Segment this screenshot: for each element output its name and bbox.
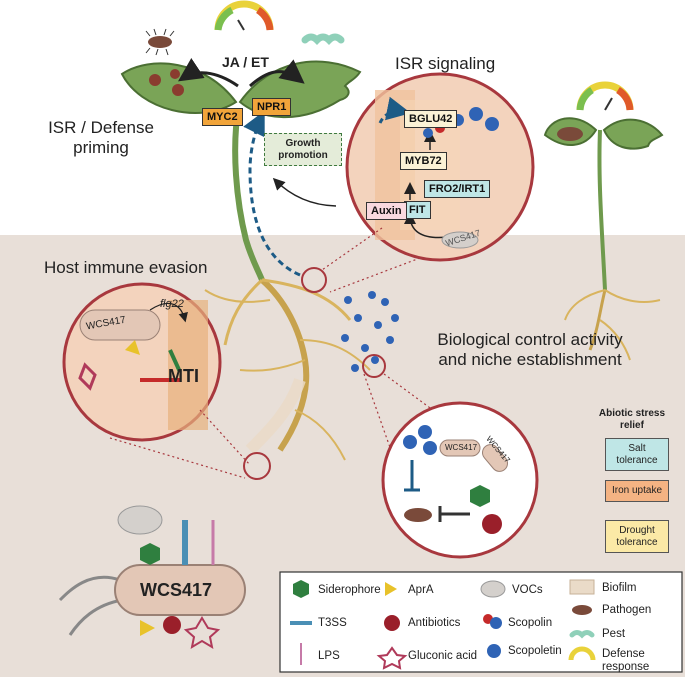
defense-gauge-icon-right [576,81,634,111]
fit-tag: FIT [404,201,431,220]
legend-t3ss: T3SS [318,617,347,629]
legend-gluconic-acid: Gluconic acid [408,650,478,662]
bacterium-name: WCS417 [140,580,213,600]
salt-tolerance-box: Salt tolerance [605,438,669,471]
legend-pest: Pest [602,628,626,640]
pathogen-icon [145,28,175,56]
growth-promotion-box: Growth promotion [264,133,342,166]
immune-evasion-panel [62,282,222,442]
biocontrol-panel [381,401,539,559]
isr-signaling-title: ISR signaling [395,54,496,73]
legend-apra: AprA [408,584,434,596]
isr-defense-title: ISR / Defense priming [48,118,154,157]
host-immune-title: Host immune evasion [44,258,208,277]
myc2-tag: MYC2 [202,108,243,127]
control-plant [543,117,664,361]
legend-pathogen: Pathogen [602,604,652,616]
drought-tolerance-box: Drought tolerance [605,520,669,553]
npr1-tag: NPR1 [252,98,292,117]
legend-antibiotics: Antibiotics [408,617,461,629]
mti-label: MTI [168,366,199,386]
iron-uptake-box: Iron uptake [605,480,669,502]
legend-lps: LPS [318,650,340,662]
wcs417-bacterium [58,505,246,650]
myb72-tag: MYB72 [400,152,447,171]
legend-scopoletin: Scopoletin [508,645,562,657]
legend-vocs: VOCs [512,584,543,596]
legend-scopolin: Scopolin [508,617,553,629]
fro2-irt1-tag: FRO2/IRT1 [424,180,491,199]
soil-scopoletin-dots [341,291,399,372]
bglu42-tag: BGLU42 [404,110,458,129]
main-plant [120,58,371,461]
legend-siderophore: Siderophore [318,584,381,596]
abiotic-title: Abiotic stress relief [598,408,666,431]
legend-biofilm: Biofilm [602,582,637,594]
ja-et-label: JA / ET [222,54,269,70]
auxin-tag: Auxin [366,202,407,221]
legend-defense-response: Defense response [602,648,650,673]
flg22-label: flg22 [160,298,184,310]
defense-gauge-icon [214,0,274,31]
biocontrol-wcs417-label-1: WCS417 [445,443,478,452]
biocontrol-title: Biological control activity and niche es… [437,330,623,369]
pest-icon [301,33,345,45]
